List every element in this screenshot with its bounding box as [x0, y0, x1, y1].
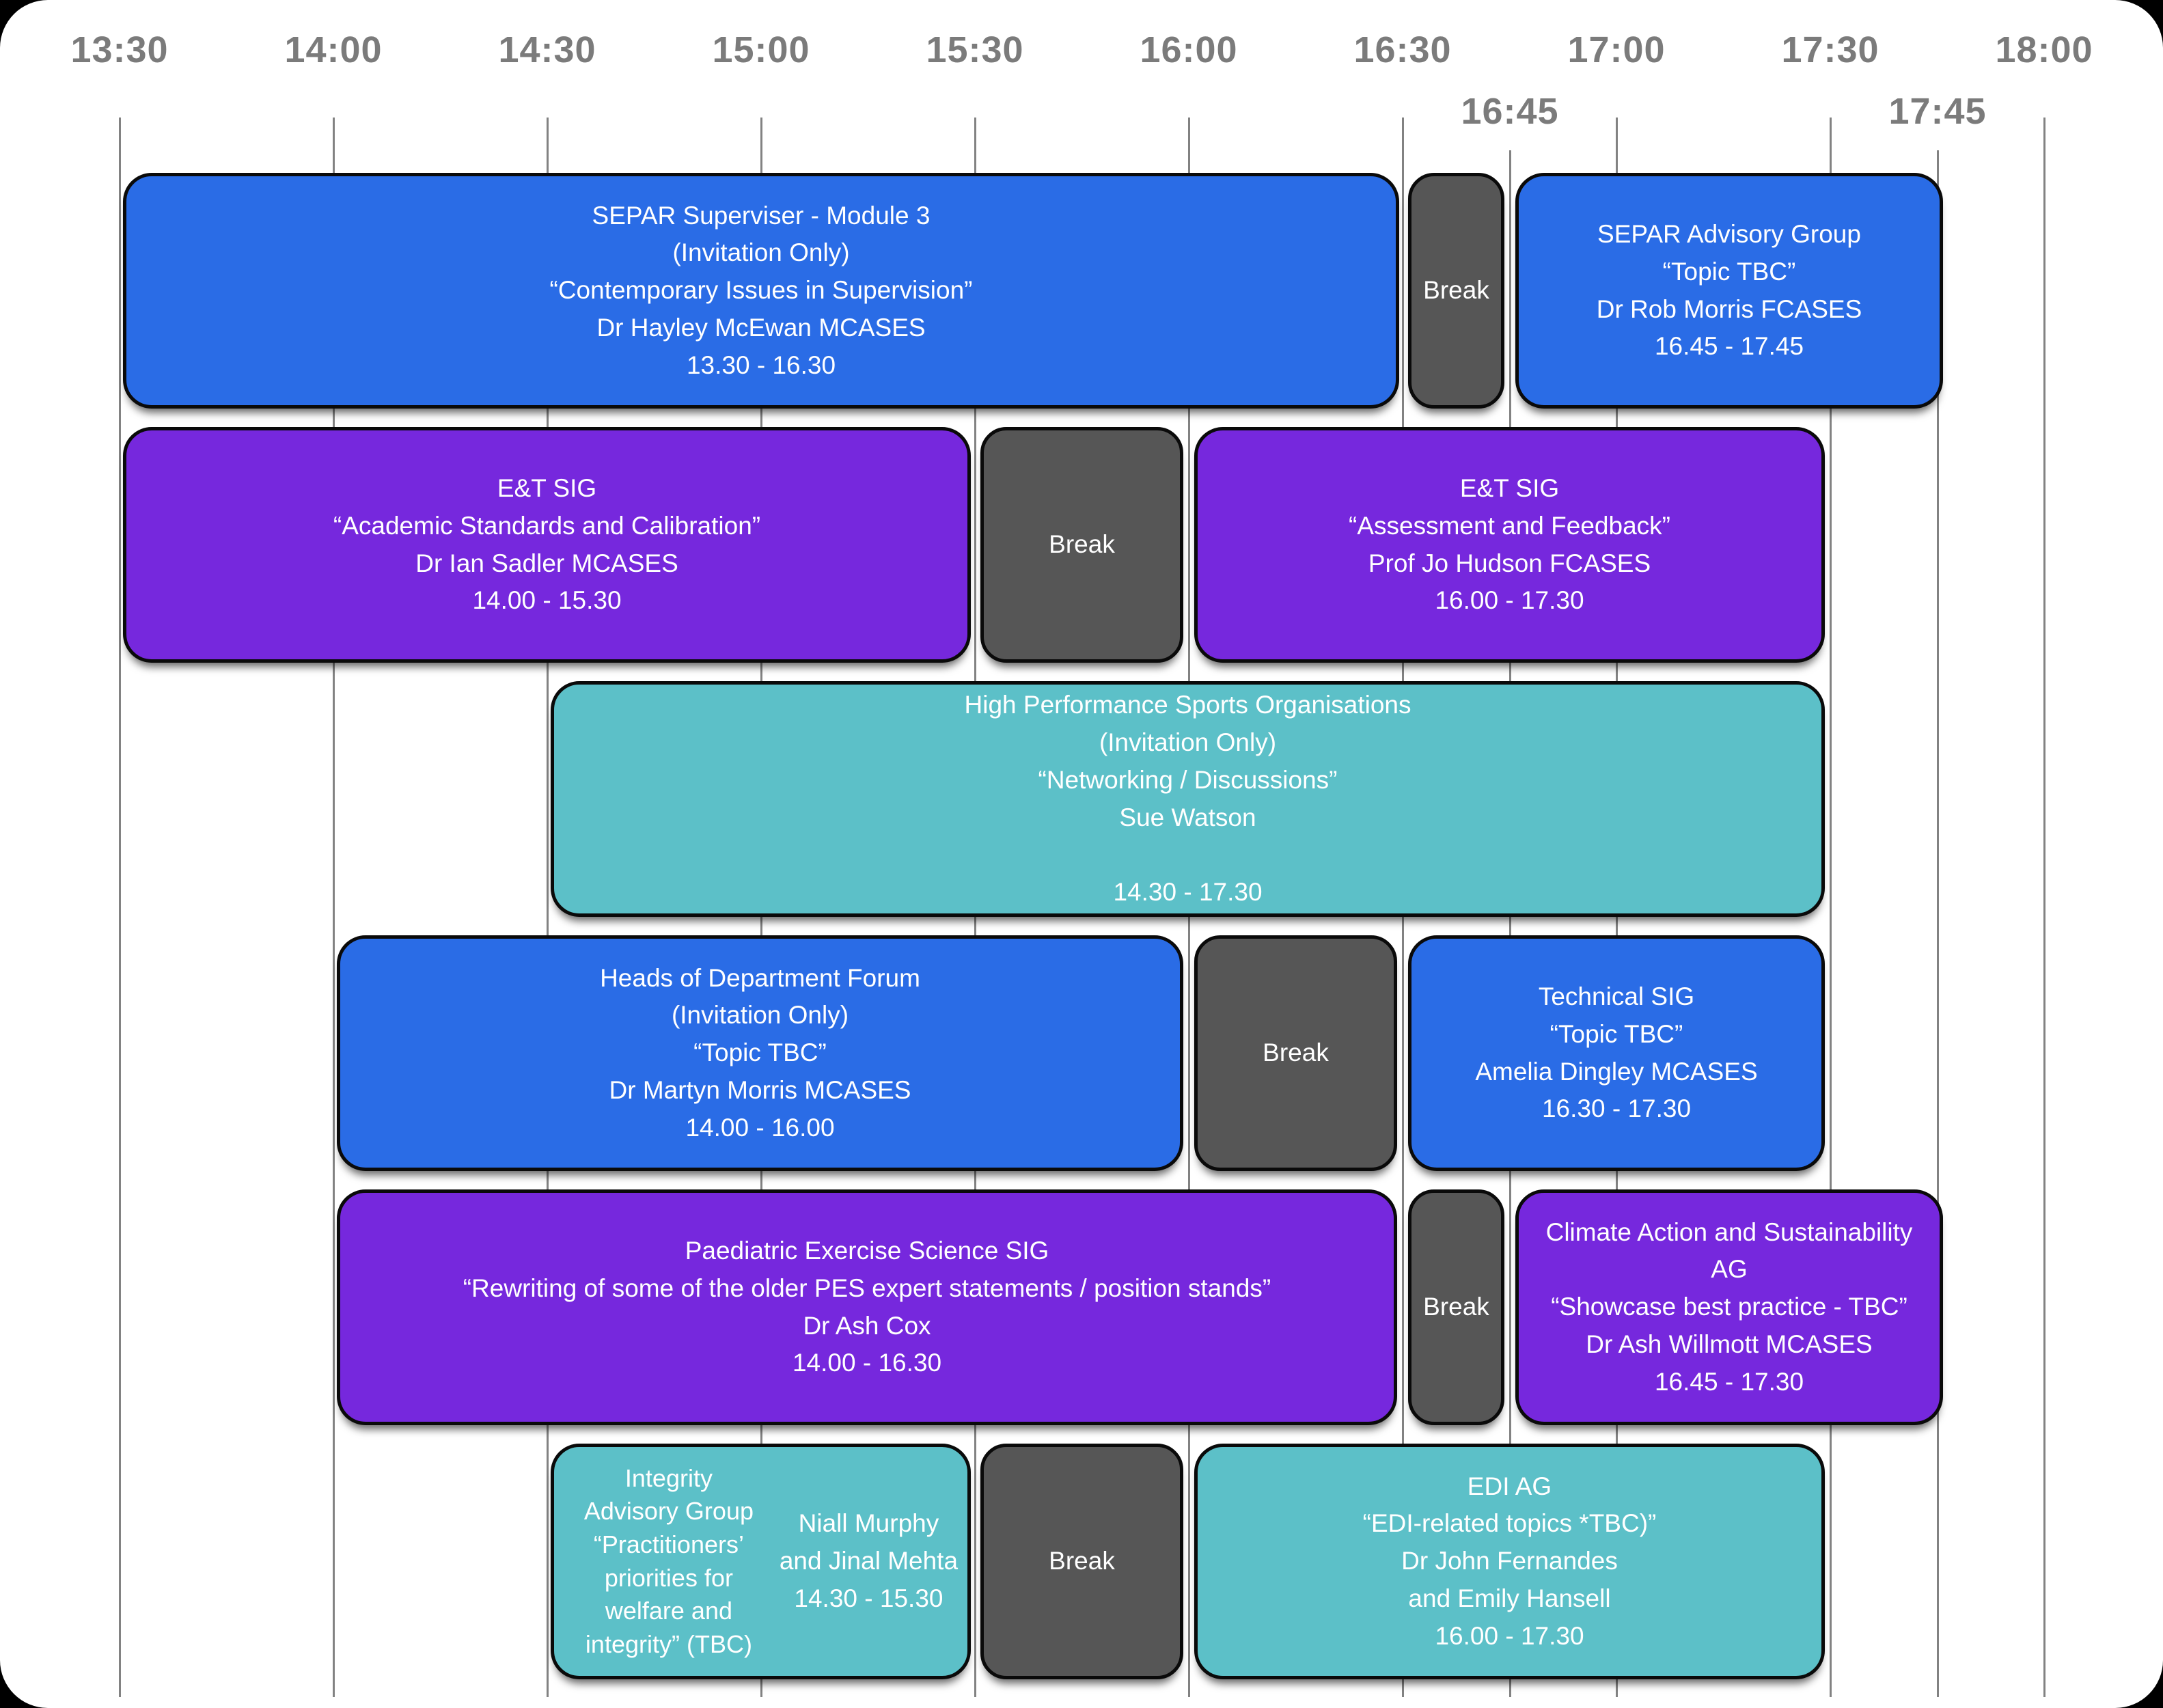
time-label-1745: 17:45	[1888, 91, 1987, 132]
session-title: Climate Action and Sustainability	[1545, 1217, 1913, 1246]
gridline-1430	[547, 118, 549, 1697]
session-title: Paediatric Exercise Science SIG	[685, 1237, 1049, 1265]
time-label-1530: 15:30	[926, 29, 1024, 70]
session-topic: “Rewriting of some of the older PES expe…	[463, 1273, 1271, 1302]
session-topic: “Academic Standards and Calibration”	[333, 511, 761, 540]
session-title: SEPAR Advisory Group	[1597, 220, 1861, 248]
gridline-1645	[1509, 150, 1511, 1697]
break-label: Break	[1423, 1293, 1489, 1321]
session-subtitle: (Invitation Only)	[671, 1001, 849, 1030]
session-integrity-advisory-group: Integrity Advisory Group “Practitioners’…	[551, 1444, 971, 1679]
time-label-1700: 17:00	[1567, 29, 1666, 70]
session-title-column: Integrity Advisory Group “Practitioners’…	[561, 1462, 777, 1662]
session-edi-ag: EDI AG “EDI-related topics *TBC)” Dr Joh…	[1194, 1444, 1825, 1679]
session-topic: “Topic TBC”	[1662, 257, 1796, 286]
session-subtitle: (Invitation Only)	[1099, 728, 1277, 756]
session-title: Technical SIG	[1538, 982, 1695, 1010]
session-title2: AG	[1711, 1255, 1748, 1284]
session-time: 14.00 - 16.30	[792, 1349, 942, 1377]
time-label-1500: 15:00	[712, 29, 810, 70]
session-time: 14.00 - 15.30	[472, 586, 622, 615]
session-topic: “Topic TBC”	[1549, 1019, 1683, 1048]
session-technical-sig: Technical SIG “Topic TBC” Amelia Dingley…	[1408, 935, 1825, 1171]
session-speaker: Sue Watson	[1119, 803, 1256, 831]
session-speaker: Dr Ian Sadler MCASES	[415, 549, 678, 577]
session-time: 16.00 - 17.30	[1435, 1621, 1584, 1650]
session-time: 14.30 - 15.30	[794, 1584, 943, 1612]
session-et-sig-assessment: E&T SIG “Assessment and Feedback” Prof J…	[1194, 427, 1825, 663]
gridline-1400	[333, 118, 335, 1697]
session-high-performance-sports: High Performance Sports Organisations (I…	[551, 681, 1825, 917]
time-label-1730: 17:30	[1781, 29, 1879, 70]
break-row2: Break	[980, 427, 1183, 663]
session-speaker: Dr Rob Morris FCASES	[1596, 294, 1862, 323]
time-label-1330: 13:30	[70, 29, 169, 70]
session-topic: welfare and	[605, 1597, 732, 1625]
session-separ-supervisor-module3: SEPAR Superviser - Module 3 (Invitation …	[123, 173, 1399, 409]
session-topic: “Contemporary Issues in Supervision”	[549, 276, 973, 305]
gridline-1330	[119, 118, 121, 1697]
session-topic: “Showcase best practice - TBC”	[1551, 1293, 1907, 1321]
session-paediatric-exercise-science-sig: Paediatric Exercise Science SIG “Rewriti…	[337, 1189, 1397, 1425]
break-label: Break	[1049, 1547, 1115, 1575]
session-topic: “Topic TBC”	[693, 1038, 827, 1067]
break-row5: Break	[1408, 1189, 1504, 1425]
session-time: 16.00 - 17.30	[1435, 586, 1584, 615]
time-label-1400: 14:00	[284, 29, 383, 70]
session-speaker: Dr Ash Willmott MCASES	[1586, 1330, 1873, 1358]
session-speaker: Dr John Fernandes	[1401, 1547, 1618, 1575]
session-topic: “Practitioners’	[593, 1530, 744, 1558]
session-title: Integrity	[624, 1463, 713, 1492]
session-speaker-column: Niall Murphy and Jinal Mehta 14.30 - 15.…	[777, 1505, 961, 1617]
session-subtitle: (Invitation Only)	[672, 238, 850, 267]
break-label: Break	[1049, 530, 1115, 559]
time-label-1430: 14:30	[498, 29, 596, 70]
session-title: High Performance Sports Organisations	[964, 691, 1411, 719]
session-time: 16.45 - 17.45	[1654, 332, 1804, 361]
session-title: EDI AG	[1467, 1472, 1552, 1500]
session-time: 16.30 - 17.30	[1541, 1094, 1692, 1123]
session-et-sig-standards: E&T SIG “Academic Standards and Calibrat…	[123, 427, 971, 663]
session-time: 16.45 - 17.30	[1654, 1367, 1804, 1396]
session-time: 14.00 - 16.00	[685, 1113, 835, 1142]
session-time: 13.30 - 16.30	[686, 350, 836, 379]
session-climate-action-sustainability-ag: Climate Action and Sustainability AG “Sh…	[1515, 1189, 1943, 1425]
break-label: Break	[1423, 276, 1489, 305]
session-title: Heads of Department Forum	[600, 963, 920, 992]
session-speaker: and Emily Hansell	[1408, 1584, 1611, 1612]
session-title: SEPAR Superviser - Module 3	[592, 201, 931, 230]
session-separ-advisory-group: SEPAR Advisory Group “Topic TBC” Dr Rob …	[1515, 173, 1943, 409]
session-topic: “Assessment and Feedback”	[1349, 511, 1670, 540]
session-time: 14.30 - 17.30	[1113, 878, 1263, 906]
session-speaker: Dr Martyn Morris MCASES	[609, 1075, 911, 1104]
session-topic: priorities for	[604, 1563, 733, 1592]
session-title: E&T SIG	[497, 474, 597, 502]
break-row1: Break	[1408, 173, 1504, 409]
session-speaker: Dr Hayley McEwan MCASES	[596, 313, 926, 342]
session-speaker: Prof Jo Hudson FCASES	[1368, 549, 1651, 577]
session-speaker: Amelia Dingley MCASES	[1475, 1057, 1758, 1086]
time-label-1600: 16:00	[1140, 29, 1238, 70]
gridline-1800	[2043, 118, 2045, 1697]
session-topic: “EDI-related topics *TBC)”	[1362, 1509, 1657, 1538]
time-label-1800: 18:00	[1995, 29, 2093, 70]
session-heads-of-department-forum: Heads of Department Forum (Invitation On…	[337, 935, 1183, 1171]
gridline-1730	[1830, 118, 1832, 1697]
break-row4: Break	[1194, 935, 1397, 1171]
session-speaker: Niall Murphy	[798, 1509, 939, 1538]
session-speaker: and Jinal Mehta	[779, 1547, 959, 1575]
time-label-1645: 16:45	[1461, 91, 1559, 132]
session-topic: “Networking / Discussions”	[1038, 765, 1338, 794]
session-spacer	[569, 836, 1806, 874]
session-title: E&T SIG	[1459, 474, 1560, 502]
time-label-1630: 16:30	[1353, 29, 1452, 70]
break-row6: Break	[980, 1444, 1183, 1679]
gridline-1745	[1937, 150, 1939, 1697]
break-label: Break	[1263, 1038, 1329, 1067]
session-speaker: Dr Ash Cox	[803, 1311, 931, 1340]
session-topic: integrity” (TBC)	[585, 1629, 752, 1658]
session-title: Advisory Group	[583, 1497, 754, 1526]
